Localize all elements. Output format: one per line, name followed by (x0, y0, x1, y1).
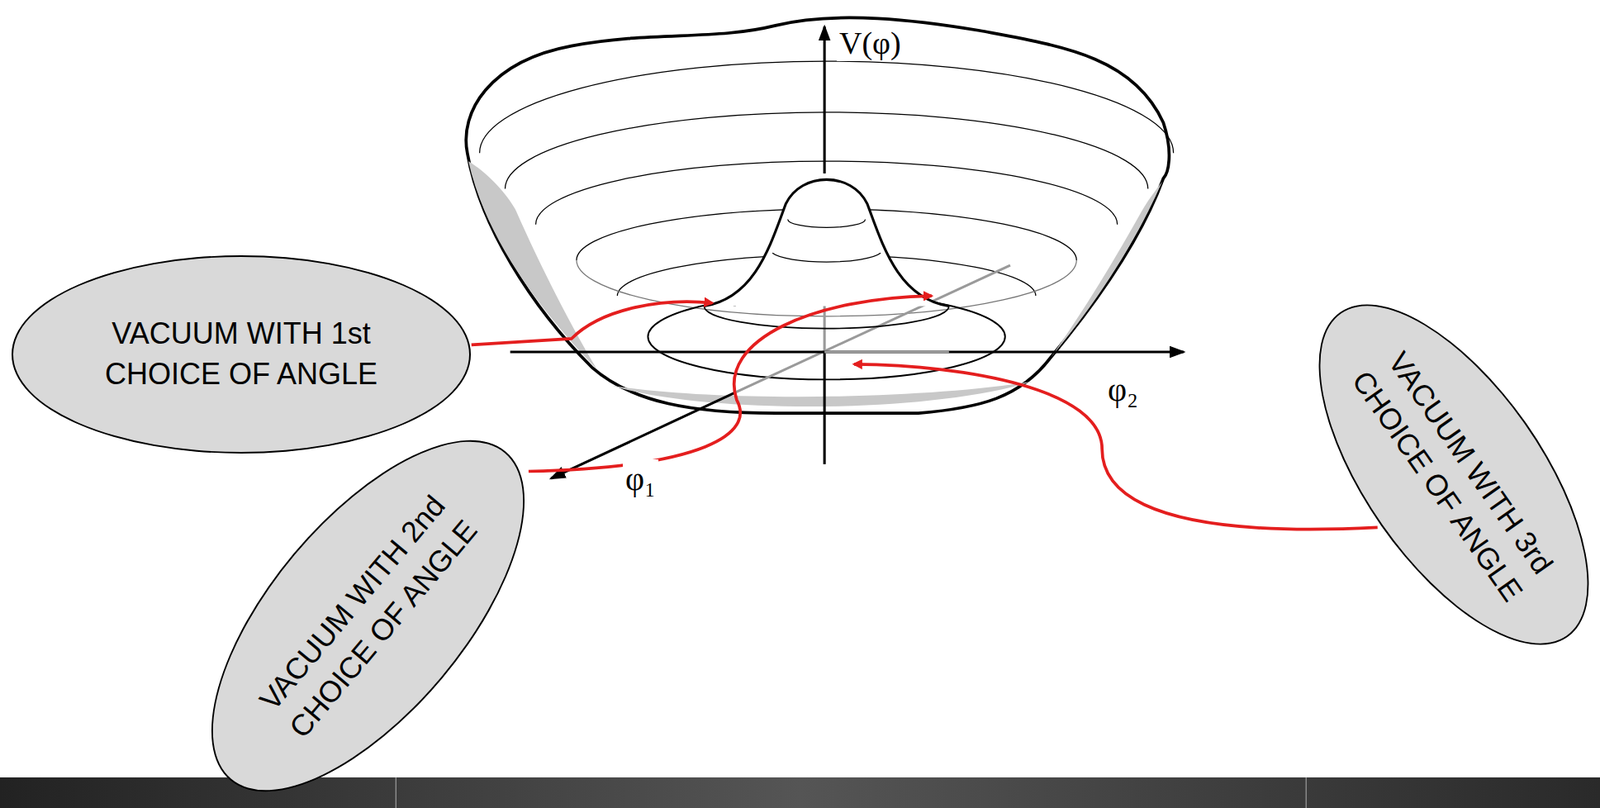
contour-lines (479, 61, 1174, 380)
axis-label: V(φ) (836, 24, 904, 62)
axis-line (823, 351, 827, 465)
hump-contour (772, 252, 881, 262)
bowl-shade (612, 381, 1033, 407)
axis-line (823, 26, 827, 174)
bowl-surface (465, 17, 1169, 414)
callout-text: VACUUM WITH 1st CHOICE OF ANGLE (69, 313, 414, 395)
footer-divider (395, 777, 397, 808)
hump-contour (788, 218, 866, 228)
central-hump (703, 179, 949, 306)
axis-line (510, 350, 1184, 353)
axis-label: φ₁ (622, 459, 659, 499)
leader-arrows (471, 295, 1378, 530)
vacuum-callout: VACUUM WITH 3rd CHOICE OF ANGLE (1267, 261, 1600, 689)
axis-line (824, 350, 950, 353)
callout-text: VACUUM WITH 3rd CHOICE OF ANGLE (1335, 329, 1572, 620)
axis-label: φ₂ (1105, 370, 1141, 409)
vacuum-callout: VACUUM WITH 1st CHOICE OF ANGLE (11, 255, 471, 454)
footer-divider (1305, 777, 1307, 808)
callout-text: VACUUM WITH 2nd CHOICE OF ANGLE (233, 466, 502, 765)
